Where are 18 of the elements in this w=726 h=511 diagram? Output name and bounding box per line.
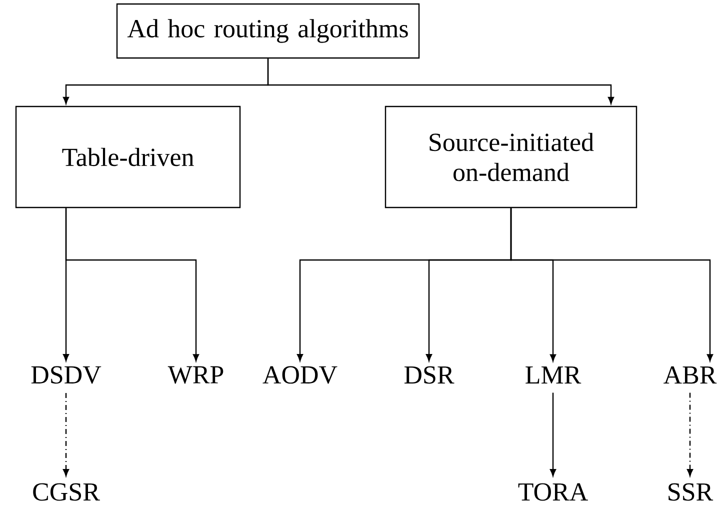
protocol-label: CGSR [33, 483, 100, 501]
protocol-label: TORA [518, 483, 588, 501]
arrow [267, 58, 614, 104]
arrow [550, 392, 556, 476]
protocol-label: DSR [404, 366, 454, 384]
category-box: Source-initiated on-demand [384, 106, 638, 208]
protocol-label: DSDV [31, 366, 102, 384]
arrow [62, 393, 70, 476]
arrow [686, 392, 694, 476]
protocol-label: SSR [668, 483, 714, 501]
category-box: Ad hoc routing algorithms [116, 3, 420, 59]
protocol-label: WRP [168, 366, 224, 384]
protocol-label: ABR [664, 366, 717, 384]
protocol-label: LMR [526, 366, 582, 384]
arrow [65, 208, 200, 362]
category-box: Table-driven [15, 106, 241, 208]
protocol-label: AODV [262, 366, 338, 384]
arrow [510, 208, 714, 362]
